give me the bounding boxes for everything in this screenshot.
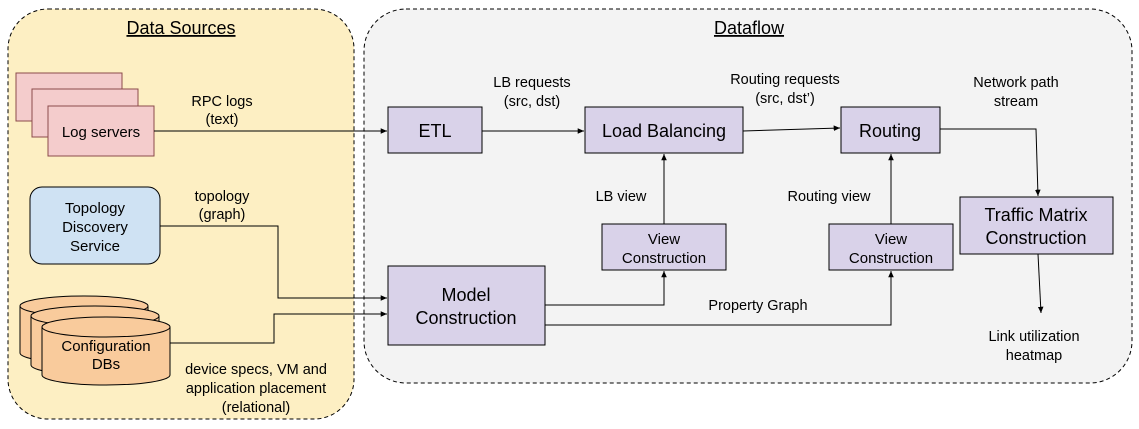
lb-requests-label-1: LB requests xyxy=(493,75,570,91)
lb-view-construction-label-1: View xyxy=(648,231,680,248)
load-balancing-node: Load Balancing xyxy=(584,106,744,154)
link-utilization-label-1: Link utilization xyxy=(988,329,1079,345)
topology-service-node: Topology Discovery Service xyxy=(29,186,161,265)
load-balancing-label: Load Balancing xyxy=(602,121,726,141)
routing-requests-label-2: (src, dst’) xyxy=(755,91,815,107)
db-specs-label-1: device specs, VM and xyxy=(185,362,327,378)
model-to-lb-view-arrow xyxy=(545,271,667,306)
link-utilization-label-2: heatmap xyxy=(1006,348,1062,364)
routing-view-construction-label-1: View xyxy=(875,231,907,248)
db-specs-arrow xyxy=(170,311,387,344)
network-path-arrow xyxy=(940,128,1041,197)
lb-view-construction-label-2: Construction xyxy=(622,250,706,267)
lb-view-label: LB view xyxy=(596,189,647,205)
routing-requests-label-1: Routing requests xyxy=(730,72,840,88)
dataflow-panel xyxy=(363,8,1133,384)
etl-label: ETL xyxy=(418,121,451,141)
model-construction-label-1: Model xyxy=(441,285,490,305)
data-sources-title: Data Sources xyxy=(126,18,235,38)
etl-node: ETL xyxy=(387,106,483,154)
traffic-matrix-label-2: Construction xyxy=(985,228,1086,248)
property-graph-arrow xyxy=(545,271,894,326)
routing-node: Routing xyxy=(840,106,941,154)
topology-edge-label-1: topology xyxy=(195,189,251,205)
model-construction-node: Model Construction xyxy=(387,265,546,346)
rpc-logs-label-2: (text) xyxy=(205,112,238,128)
topology-arrow xyxy=(160,225,387,301)
topology-edge-label-2: (graph) xyxy=(199,207,246,223)
traffic-matrix-node: Traffic Matrix Construction xyxy=(959,196,1114,255)
lb-view-construction-node: View Construction xyxy=(601,223,727,271)
routing-requests-arrow xyxy=(742,125,841,132)
log-servers-node: Log servers xyxy=(15,72,155,157)
config-dbs-label-1: Configuration xyxy=(61,338,150,355)
db-specs-label-3: (relational) xyxy=(222,400,291,416)
db-specs-label-2: application placement xyxy=(186,381,326,397)
routing-view-construction-label-2: Construction xyxy=(849,250,933,267)
topology-label-1: Topology xyxy=(65,200,126,217)
topology-label-2: Discovery xyxy=(62,219,128,236)
model-construction-label-2: Construction xyxy=(415,308,516,328)
lb-requests-label-2: (src, dst) xyxy=(504,94,560,110)
topology-label-3: Service xyxy=(70,238,120,255)
rpc-logs-label-1: RPC logs xyxy=(191,94,252,110)
routing-label: Routing xyxy=(859,121,921,141)
config-dbs-node xyxy=(19,295,171,386)
routing-view-label: Routing view xyxy=(787,189,871,205)
traffic-matrix-label-1: Traffic Matrix xyxy=(984,205,1087,225)
network-path-label-1: Network path xyxy=(973,75,1058,91)
log-servers-label: Log servers xyxy=(62,124,140,141)
network-path-label-2: stream xyxy=(994,94,1038,110)
config-dbs-label-2: DBs xyxy=(92,356,120,373)
property-graph-label: Property Graph xyxy=(708,298,807,314)
dataflow-title: Dataflow xyxy=(714,18,785,38)
heatmap-arrow xyxy=(1037,253,1044,314)
routing-view-construction-node: View Construction xyxy=(828,223,954,271)
